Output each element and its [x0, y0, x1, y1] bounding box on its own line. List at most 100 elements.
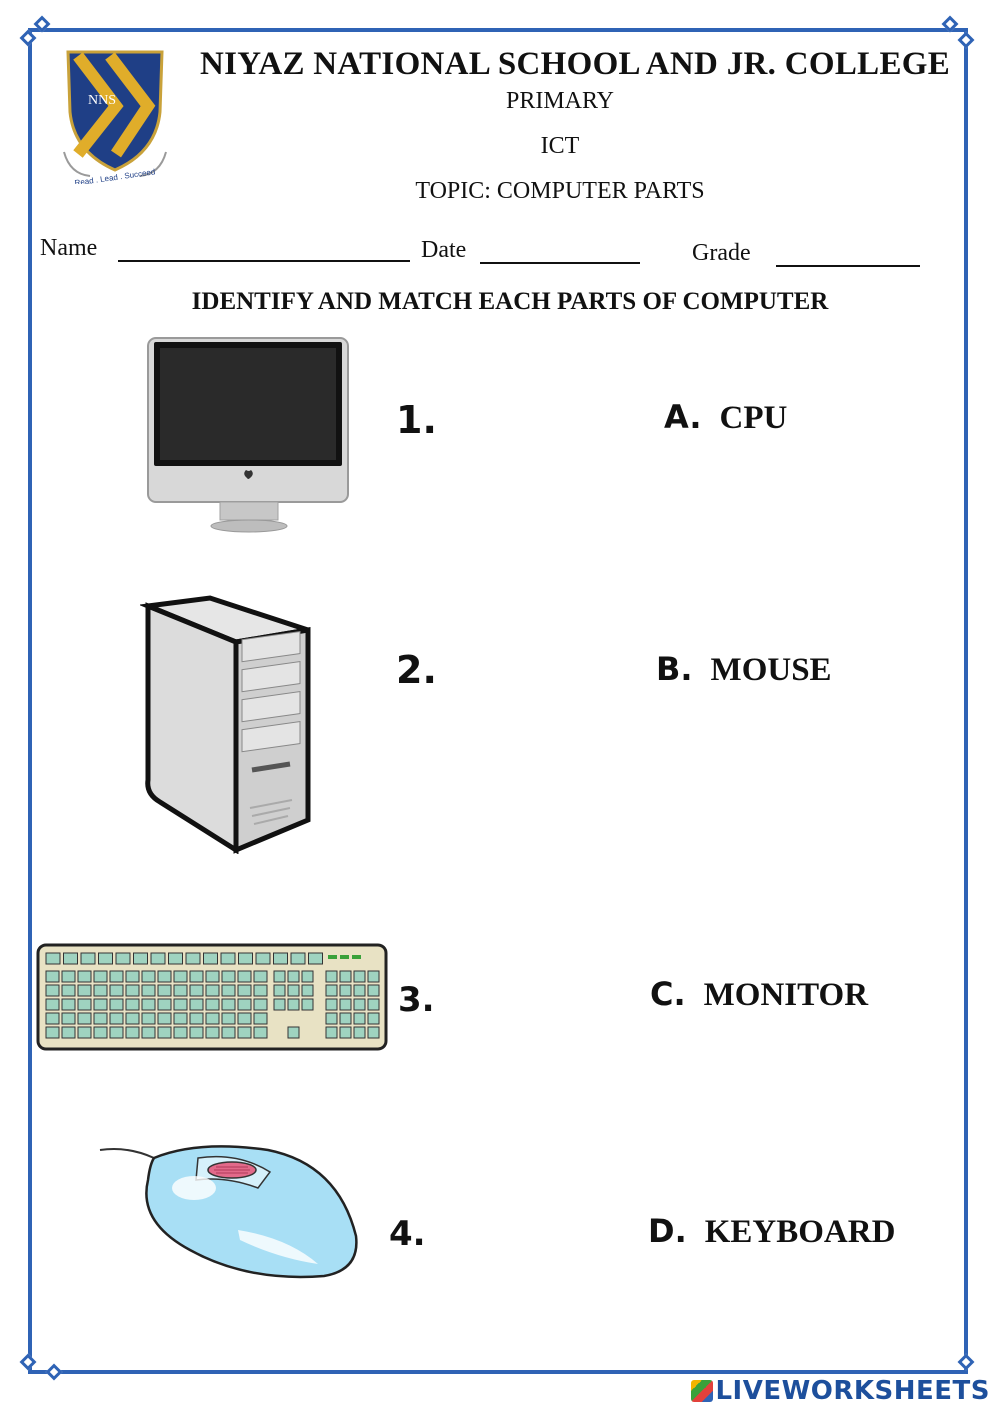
keyboard-key — [125, 1026, 140, 1039]
liveworksheets-logo: LIVEWORKSHEETS — [691, 1376, 990, 1406]
keyboard-key — [45, 970, 60, 983]
keyboard-key — [109, 998, 124, 1011]
keyboard-key — [63, 952, 78, 965]
keyboard-key — [353, 984, 366, 997]
keyboard-key — [253, 1026, 268, 1039]
keyboard-key — [353, 1012, 366, 1025]
keyboard-key — [221, 998, 236, 1011]
keyboard-key — [367, 1012, 380, 1025]
keyboard-key — [238, 952, 253, 965]
keyboard-key — [367, 1026, 380, 1039]
keyboard-key — [205, 970, 220, 983]
keyboard-key — [141, 998, 156, 1011]
option-word-mouse: MOUSE — [710, 652, 832, 688]
option-a: A. CPU — [664, 398, 787, 437]
school-name: NIYAZ NATIONAL SCHOOL AND JR. COLLEGE — [199, 46, 951, 82]
keyboard-key — [325, 1012, 338, 1025]
date-field[interactable] — [480, 262, 640, 264]
grade-field[interactable] — [776, 265, 920, 267]
keyboard-key — [173, 970, 188, 983]
keyboard-key — [77, 984, 92, 997]
keyboard-key — [273, 952, 288, 965]
keyboard-key — [93, 970, 108, 983]
keyboard-key — [109, 1012, 124, 1025]
logo-text: NNS — [88, 93, 116, 108]
school-logo: NNS Read . Lead . Succeed — [60, 42, 170, 188]
keyboard-key — [287, 1026, 300, 1039]
status-light — [328, 955, 337, 959]
keyboard-key — [173, 1012, 188, 1025]
option-word-cpu: CPU — [719, 400, 788, 436]
topic-label: TOPIC: COMPUTER PARTS — [415, 178, 705, 204]
keyboard-key — [308, 952, 323, 965]
keyboard-key — [77, 998, 92, 1011]
item-number-1: 1. — [396, 398, 437, 442]
keyboard-key — [93, 998, 108, 1011]
keyboard-key — [237, 1012, 252, 1025]
keyboard-key — [157, 1026, 172, 1039]
page-border — [28, 28, 968, 1374]
keyboard-key — [339, 1012, 352, 1025]
keyboard-key — [287, 998, 300, 1011]
brand-name: LIVEWORKSHEETS — [715, 1376, 990, 1406]
keyboard-key — [61, 984, 76, 997]
level-label: PRIMARY — [505, 88, 615, 114]
keyboard-key — [339, 998, 352, 1011]
keyboard-key — [287, 984, 300, 997]
keyboard-key — [141, 984, 156, 997]
keyboard-key — [45, 998, 60, 1011]
keyboard-key — [253, 970, 268, 983]
keyboard-key — [301, 970, 314, 983]
keyboard-key — [141, 1012, 156, 1025]
option-letter: D. — [648, 1212, 687, 1250]
keyboard-key — [157, 984, 172, 997]
keyboard-key — [287, 970, 300, 983]
keyboard-key — [109, 970, 124, 983]
keyboard-key — [367, 970, 380, 983]
mouse-icon — [98, 1140, 362, 1282]
keyboard-key — [301, 984, 314, 997]
keyboard-key — [205, 998, 220, 1011]
keyboard-key — [205, 984, 220, 997]
instruction-heading: IDENTIFY AND MATCH EACH PARTS OF COMPUTE… — [191, 288, 829, 315]
keyboard-key — [290, 952, 306, 965]
keyboard-key — [125, 998, 140, 1011]
keyboard-key — [325, 1026, 338, 1039]
keyboard-key — [221, 1012, 236, 1025]
keyboard-key — [189, 1026, 204, 1039]
option-letter: B. — [656, 650, 693, 688]
keyboard-key — [367, 984, 380, 997]
keyboard-key — [157, 970, 172, 983]
keyboard-key — [93, 1012, 108, 1025]
keyboard-key — [353, 998, 366, 1011]
keyboard-key — [173, 998, 188, 1011]
keyboard-key — [189, 970, 204, 983]
keyboard-key — [45, 1026, 60, 1039]
keyboard-key — [325, 998, 338, 1011]
option-b: B. MOUSE — [656, 650, 832, 689]
keyboard-key — [45, 1012, 60, 1025]
keyboard-key — [220, 952, 236, 965]
keyboard-key — [173, 1026, 188, 1039]
keyboard-key — [168, 952, 183, 965]
keyboard-key — [115, 952, 131, 965]
keyboard-key — [339, 984, 352, 997]
keyboard-key — [353, 970, 366, 983]
keyboard-key — [273, 984, 286, 997]
subject-label: ICT — [540, 133, 580, 159]
date-label: Date — [421, 237, 467, 263]
keyboard-key — [237, 1026, 252, 1039]
keyboard-key — [189, 1012, 204, 1025]
keyboard-key — [133, 952, 148, 965]
keyboard-key — [273, 998, 286, 1011]
option-letter: A. — [664, 398, 702, 436]
keyboard-icon — [36, 943, 388, 1051]
keyboard-key — [150, 952, 166, 965]
option-letter: C. — [650, 975, 686, 1013]
keyboard-key — [221, 1026, 236, 1039]
keyboard-key — [173, 984, 188, 997]
status-light — [340, 955, 349, 959]
grade-label: Grade — [692, 240, 751, 266]
keyboard-key — [205, 1026, 220, 1039]
name-field[interactable] — [118, 260, 410, 262]
